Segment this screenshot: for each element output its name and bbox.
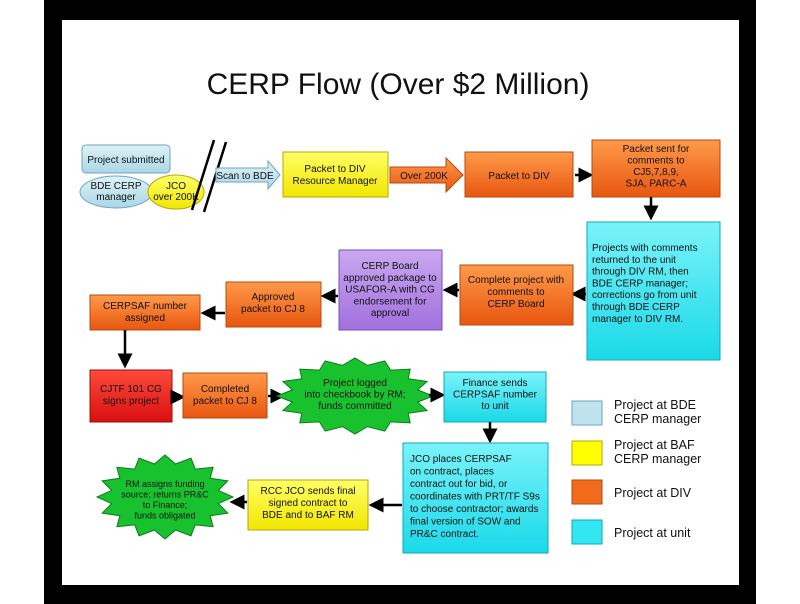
- packet-to-div-text: Packet to DIV: [488, 171, 549, 182]
- packet-to-div-box: Packet to DIV: [464, 151, 574, 198]
- legend-label-div: Project at DIV: [614, 486, 692, 500]
- project-submitted-box: Project submitted: [81, 144, 171, 174]
- legend-label-unit: Project at unit: [614, 526, 691, 540]
- page-title: CERP Flow (Over $2 Million): [207, 68, 590, 101]
- legend-swatch-div: [571, 479, 603, 505]
- break-mark-right: [202, 141, 228, 213]
- legend-swatch-baf: [571, 440, 603, 466]
- scan-to-bde-text: Scan to BDE: [216, 171, 274, 182]
- over-200k-text: Over 200K: [400, 171, 448, 182]
- legend-swatch-bde: [571, 400, 603, 426]
- scan-to-bde-arrow: Scan to BDE: [215, 159, 281, 191]
- project-submitted-text: Project submitted: [87, 155, 164, 166]
- break-mark-left: [190, 139, 216, 211]
- over-200k-arrow: Over 200K: [389, 156, 464, 194]
- legend-swatch-unit: [571, 519, 603, 545]
